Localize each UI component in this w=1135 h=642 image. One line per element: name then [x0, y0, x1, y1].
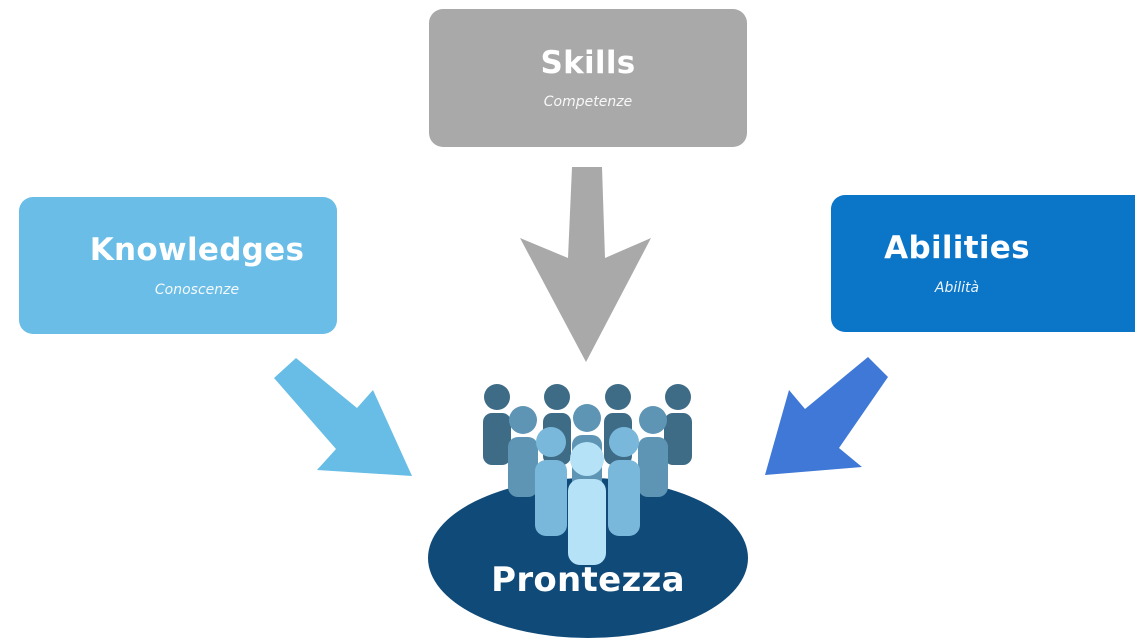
abilities-title: Abilities	[884, 230, 1030, 267]
people-group-icon	[483, 384, 692, 565]
knowledges-subtitle: Conoscenze	[154, 281, 240, 298]
arrow-knowledges-to-center	[274, 358, 412, 476]
skills-title: Skills	[540, 44, 636, 81]
knowledges-box: Knowledges Conoscenze	[19, 197, 337, 334]
abilities-subtitle: Abilità	[934, 279, 980, 296]
skills-box: Skills Competenze	[429, 9, 747, 147]
skills-subtitle: Competenze	[543, 94, 633, 111]
arrow-skills-to-center	[520, 167, 651, 362]
center-label: Prontezza	[491, 560, 685, 600]
arrow-abilities-to-center	[765, 357, 888, 475]
abilities-box: Abilities Abilità	[831, 195, 1135, 332]
knowledges-title: Knowledges	[89, 232, 305, 269]
